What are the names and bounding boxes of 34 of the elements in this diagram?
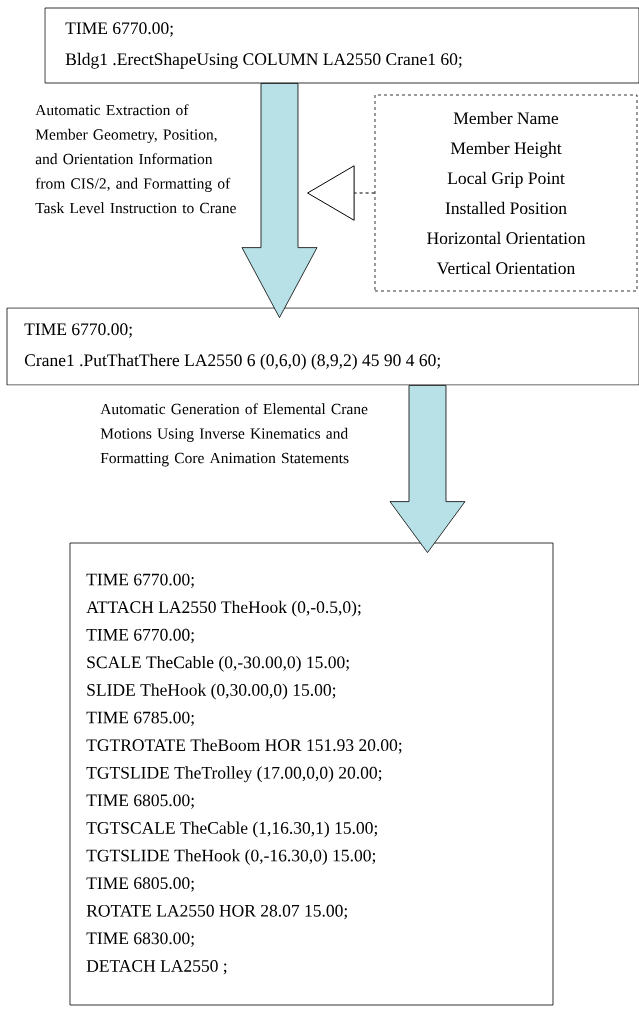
callout-arrow [307, 165, 376, 221]
node-label: Local Grip Point [447, 171, 565, 188]
node-label: TIME 6805.00; [86, 877, 194, 892]
code-box [69, 542, 554, 1006]
node-label: TIME 6805.00; [86, 794, 194, 809]
node-label: TIME 6830.00; [86, 932, 194, 947]
node-label: Member Name [453, 111, 559, 125]
node-label: TIME 6785.00; [86, 711, 194, 726]
attribute-list-box [374, 94, 638, 292]
node-label: Vertical Orientation [436, 261, 575, 275]
node-label: TIME 6770.00; [65, 22, 173, 37]
node-label: DETACH LA2550 ; [86, 960, 227, 975]
node-label: TGTSCALE TheCable (1,16.30,1) 15.00; [86, 821, 377, 838]
node-label: ATTACH LA2550 TheHook (0,-0.5,0); [86, 600, 361, 617]
node-label: Installed Position [445, 201, 567, 215]
node-label: TIME 6770.00; [24, 323, 132, 338]
node-label: Bldg1 .ErectShapeUsing COLUMN LA2550 Crane1 60; [65, 52, 462, 69]
edge-label: Automatic Extraction of Member Geometry, Position, and Orientation Information from CIS/2, and Formatting of Task Level Instruction to Crane [35, 104, 236, 214]
node-label: TGTSLIDE TheTrolley (17.00,0,0) 20.00; [86, 766, 382, 783]
block-arrow [389, 385, 466, 553]
block-arrow [241, 83, 318, 318]
code-box [44, 7, 639, 84]
node-label: SCALE TheCable (0,-30.00,0) 15.00; [87, 655, 349, 672]
node-label: Member Height [450, 141, 562, 158]
node-label: TIME 6770.00; [86, 573, 194, 588]
node-label: ROTATE LA2550 HOR 28.07 15.00; [86, 904, 347, 920]
node-label: Crane1 .PutThatThere LA2550 6 (0,6,0) (8,9,2) 45 90 4 60; [24, 353, 440, 370]
node-label: TGTROTATE TheBoom HOR 151.93 20.00; [86, 738, 402, 754]
node-label: TGTSLIDE TheHook (0,-16.30,0) 15.00; [86, 849, 376, 866]
node-label: SLIDE TheHook (0,30.00,0) 15.00; [87, 683, 336, 700]
node-label: TIME 6770.00; [86, 628, 194, 644]
edge-label: Automatic Generation of Elemental Crane Motions Using Inverse Kinematics and Formatting Core Animation Statements [100, 403, 368, 467]
node-label: Horizontal Orientation [427, 231, 586, 245]
code-box [6, 307, 639, 386]
